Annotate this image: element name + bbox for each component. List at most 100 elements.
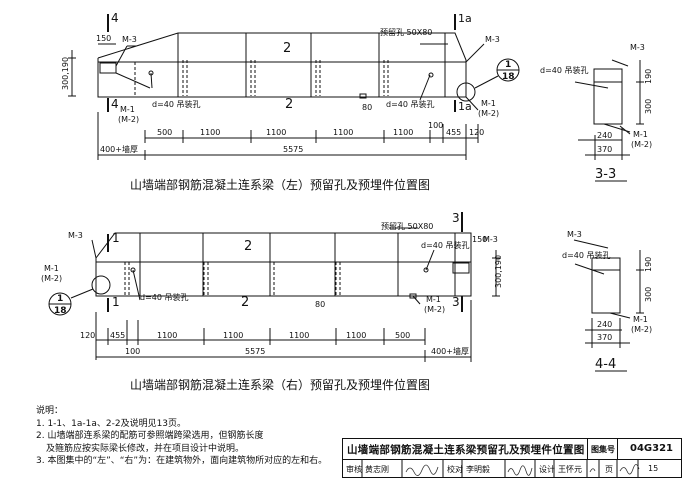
page-label: 页: [605, 465, 613, 474]
designer-name: 王怀元: [558, 465, 582, 474]
bottom-m1-right: M-1: [426, 295, 441, 304]
bottom-detail-page: 18: [54, 306, 67, 316]
bottom-beam-outline: [95, 232, 472, 297]
bottom-beam-dash-lines: [124, 262, 341, 295]
bottom-dim-1: 455: [110, 331, 125, 340]
s44-lift: d=40 吊装孔: [562, 250, 611, 260]
top-section-mark-1a-bot: 1a: [458, 100, 472, 113]
title-block-row-1: 山墙端部钢筋混凝土连系梁预留孔及预埋件位置图 图集号 04G321: [343, 439, 681, 460]
bottom-dim-80: 80: [315, 300, 325, 309]
top-beam-dash-lines: [134, 60, 389, 96]
top-total: 5575: [283, 145, 303, 154]
top-section-mark-2b: 2: [285, 97, 293, 112]
bottom-dim-lines: [95, 300, 472, 362]
top-lift-hole-right: [428, 72, 434, 78]
check-label: 校对: [447, 465, 463, 474]
top-m3-right: M-3: [485, 35, 500, 44]
top-section-mark-1a-top: 1a: [458, 12, 472, 25]
bottom-detail-circle: [91, 275, 111, 295]
top-detail-num: 1: [505, 60, 511, 70]
s44-h300: 300: [644, 287, 653, 302]
s33-w240: 240: [597, 131, 612, 140]
top-m1-right: M-1: [481, 99, 496, 108]
top-section-mark-4b: 4: [111, 97, 119, 111]
bottom-dim-5: 1100: [346, 331, 366, 340]
section-33-shape: [574, 59, 644, 182]
top-wall: 400+墙厚: [100, 144, 138, 154]
bottom-section-mark-3a: 3: [452, 211, 460, 225]
s33-m3: M-3: [630, 43, 645, 52]
bottom-embed-plate: [409, 293, 417, 299]
s44-h190: 190: [644, 257, 653, 272]
s33-title: 3-3: [595, 167, 616, 182]
bottom-section-mark-1a: 1: [112, 231, 120, 245]
top-embed-plate: [359, 93, 367, 99]
top-dim-100: 100: [428, 121, 443, 130]
notes: 说明： 1. 1-1、1a-1a、2-2及说明见13页。 2. 山墙端部连系梁的…: [36, 405, 366, 468]
signatures: [405, 464, 640, 476]
top-dim-1: 1100: [200, 128, 220, 137]
reviewer-name: 黄志刚: [365, 465, 389, 474]
atlas-label: 图集号: [591, 445, 615, 454]
title-block-grid: [361, 459, 640, 478]
bottom-dim-4: 1100: [289, 331, 309, 340]
s33-h300: 300: [644, 99, 653, 114]
top-beam-title: 山墙端部钢筋混凝土连系梁（左）预留孔及预埋件位置图: [130, 177, 430, 192]
s44-m3: M-3: [567, 230, 582, 239]
bottom-wall: 400+墙厚: [431, 346, 469, 356]
top-dim-300-190: 300,190: [61, 57, 70, 90]
bottom-beam-title: 山墙端部钢筋混凝土连系梁（右）预留孔及预埋件位置图: [130, 377, 430, 392]
s44-title: 4-4: [595, 357, 616, 372]
section-44-shape: [573, 239, 644, 372]
note-2a: 2. 山墙端部连系梁的配筋可参照端跨梁选用，但钢筋长度: [36, 431, 264, 441]
bottom-dim-300-190: 300,190: [494, 255, 503, 288]
top-dim-0: 500: [157, 128, 172, 137]
note-1: 1. 1-1、1a-1a、2-2及说明见13页。: [36, 418, 187, 429]
s44-m2: (M-2): [631, 325, 652, 334]
bottom-dim-3: 1100: [223, 331, 243, 340]
top-dim-3: 1100: [333, 128, 353, 137]
bottom-detail-num: 1: [57, 294, 63, 304]
top-dim-6: 455: [446, 128, 461, 137]
s33-m2: (M-2): [631, 140, 652, 149]
top-m2-left: (M-2): [118, 115, 139, 124]
bottom-m2-right: (M-2): [424, 305, 445, 314]
top-dim-4: 1100: [393, 128, 413, 137]
top-dim-lines: [97, 112, 479, 160]
notes-header: 说明：: [36, 406, 64, 416]
bottom-lift-label-2: d=40 吊装孔: [421, 240, 470, 250]
atlas-no: 04G321: [630, 443, 673, 454]
top-dim-7: 120: [469, 128, 484, 137]
note-2b: 及箍筋应按实际梁长修改，并在项目设计中说明。: [46, 443, 245, 454]
s33-h190: 190: [644, 69, 653, 84]
atlas-no-cell: 04G321: [617, 439, 682, 459]
top-m2-right: (M-2): [478, 109, 499, 118]
bottom-total: 5575: [245, 347, 265, 356]
top-section-mark-2a: 2: [283, 41, 291, 56]
review-label: 审核: [346, 465, 362, 474]
bottom-m3-left: M-3: [68, 231, 83, 240]
bottom-dim-150: 150: [472, 235, 487, 244]
top-m1-left: M-1: [120, 105, 135, 114]
title-block: 山墙端部钢筋混凝土连系梁预留孔及预埋件位置图 图集号 04G321 审核 黄志刚…: [342, 438, 682, 478]
bottom-m2-left: (M-2): [41, 274, 62, 283]
note-3: 3. 本图集中的“左”、“右”为：在建筑物外，面向建筑物所对应的左和右。: [36, 456, 328, 466]
top-hole-label: 预留孔 50X80: [380, 27, 432, 37]
bottom-lift-label-1: d=40 吊装孔: [140, 292, 189, 302]
s44-m1: M-1: [633, 315, 648, 324]
top-dim-80: 80: [362, 103, 372, 112]
checker-name: 李明毅: [466, 465, 490, 474]
top-dim-2: 1100: [266, 128, 286, 137]
title-block-main: 山墙端部钢筋混凝土连系梁预留孔及预埋件位置图: [347, 444, 585, 456]
bottom-m3-right: M-3: [483, 235, 498, 244]
top-dim-150: 150: [96, 34, 111, 43]
atlas-label-cell: 图集号: [587, 439, 618, 459]
bottom-lift-hole-right: [423, 267, 429, 273]
top-lift-label-1: d=40 吊装孔: [152, 99, 201, 109]
bottom-hole-label: 预留孔 50X80: [381, 221, 433, 231]
s44-w370: 370: [597, 333, 612, 342]
bottom-dim-100: 100: [125, 347, 140, 356]
s33-lift: d=40 吊装孔: [540, 65, 589, 75]
bottom-section-mark-2b: 2: [241, 295, 249, 310]
top-detail-page: 18: [502, 72, 515, 82]
